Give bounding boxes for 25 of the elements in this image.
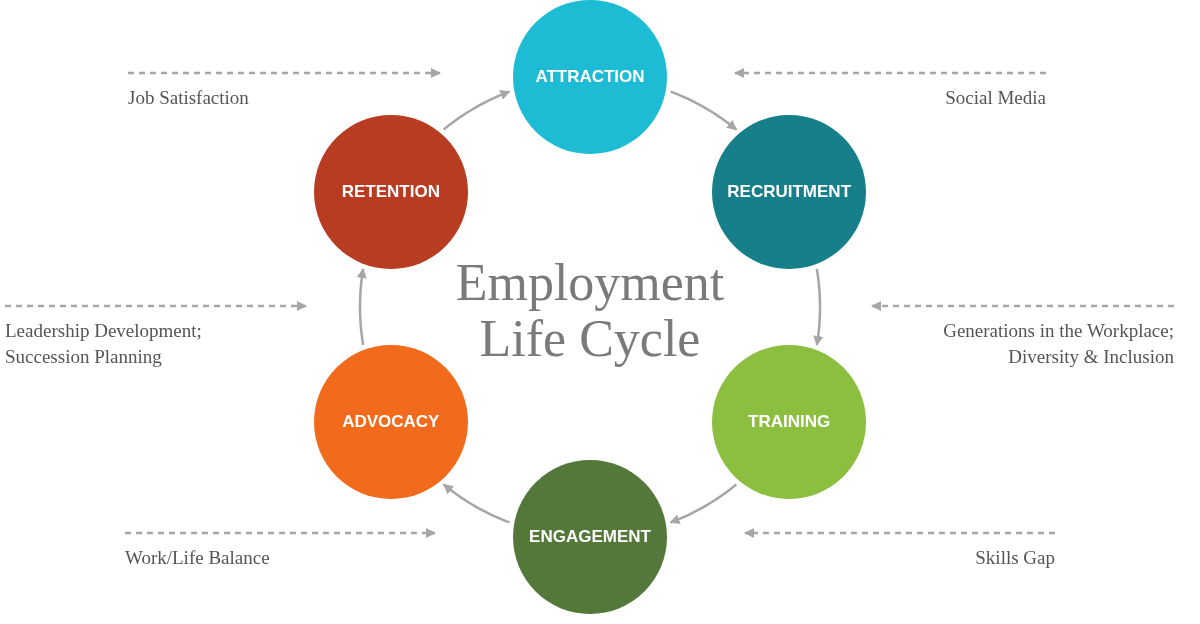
factor-text: Job Satisfaction bbox=[128, 86, 250, 110]
stage-label: RECRUITMENT bbox=[727, 182, 852, 202]
factor-text: Work/Life Balance bbox=[125, 546, 271, 570]
dashed-arrow bbox=[744, 528, 1055, 538]
diagram-title: Employment Life Cycle bbox=[454, 255, 726, 367]
cycle-arrow bbox=[442, 90, 511, 131]
cycle-arrow bbox=[442, 483, 510, 524]
factor-text: Social Media bbox=[944, 86, 1046, 110]
stage-label: ADVOCACY bbox=[342, 412, 440, 432]
factor-text: Generations in the Workplace; Diversity & Inclusion bbox=[942, 319, 1174, 369]
stage-label: TRAINING bbox=[748, 412, 831, 432]
cycle-arrow bbox=[356, 268, 367, 346]
cycle-arrow bbox=[670, 90, 738, 131]
cycle-arrow bbox=[669, 483, 738, 524]
factor-text: Skills Gap bbox=[974, 546, 1055, 570]
dashed-arrow bbox=[5, 301, 307, 311]
stage-label: ATTRACTION bbox=[535, 67, 645, 87]
factor-text: Leadership Development; Succession Planning bbox=[5, 319, 203, 369]
stage-label: RETENTION bbox=[341, 182, 440, 202]
stage-label: ENGAGEMENT bbox=[529, 527, 651, 547]
cycle-arrow bbox=[813, 268, 824, 346]
dashed-arrow bbox=[871, 301, 1174, 311]
dashed-arrow bbox=[125, 528, 436, 538]
dashed-arrow bbox=[128, 68, 441, 78]
dashed-arrow bbox=[734, 68, 1046, 78]
